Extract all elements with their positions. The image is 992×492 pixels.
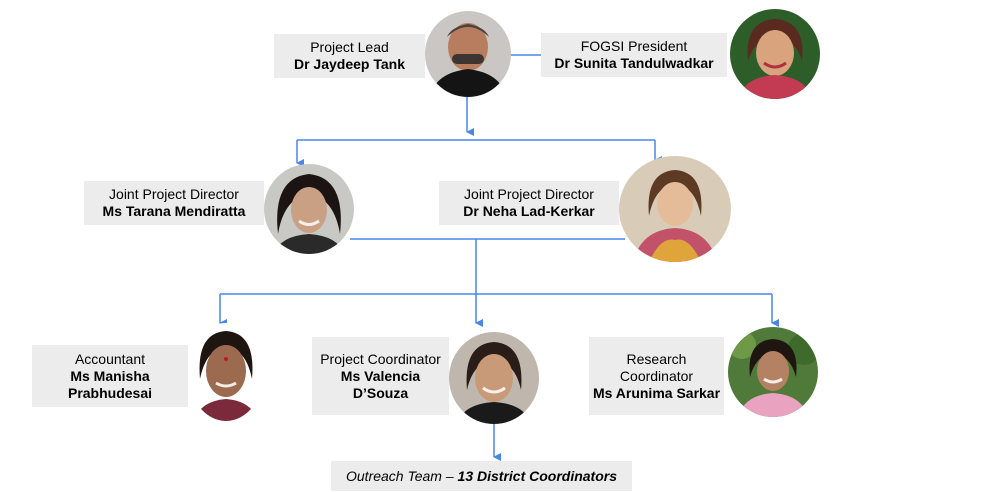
- person-name: Dr Sunita Tandulwadkar: [554, 55, 714, 71]
- woman-portrait-photo: [619, 156, 731, 262]
- node-project-lead: Project Lead Dr Jaydeep Tank: [274, 34, 425, 78]
- role-label: Joint Project Director: [464, 186, 594, 202]
- role-label: Joint Project Director: [109, 186, 239, 202]
- person-name: Dr Neha Lad-Kerkar: [463, 203, 595, 219]
- person-name: Dr Jaydeep Tank: [293, 56, 405, 72]
- node-accountant: Accountant Ms Manisha Prabhudesai: [32, 345, 188, 407]
- role-label: FOGSI President: [580, 38, 688, 54]
- person-name: Ms Arunima Sarkar: [592, 384, 721, 401]
- node-research-coordinator: Research Coordinator Ms Arunima Sarkar: [589, 337, 724, 415]
- woman-portrait-photo: [188, 323, 264, 421]
- woman-portrait-photo: [264, 164, 354, 254]
- role-label: Accountant: [74, 350, 146, 367]
- node-joint-project-director-2: Joint Project Director Dr Neha Lad-Kerka…: [439, 181, 619, 225]
- node-fogsi-president: FOGSI President Dr Sunita Tandulwadkar: [541, 33, 727, 77]
- man-portrait-photo: [425, 11, 511, 97]
- woman-portrait-photo: [449, 332, 539, 424]
- role-label: Project Lead: [310, 39, 389, 55]
- person-name: Ms Valencia D’Souza: [340, 367, 421, 401]
- node-joint-project-director-1: Joint Project Director Ms Tarana Mendira…: [84, 181, 264, 225]
- woman-portrait-photo: [728, 327, 818, 417]
- outreach-team-box: Outreach Team – 13 District Coordinators: [331, 461, 632, 491]
- outreach-emphasis: 13 District Coordinators: [457, 468, 618, 484]
- node-project-coordinator: Project Coordinator Ms Valencia D’Souza: [312, 337, 449, 415]
- role-label: Project Coordinator: [320, 350, 441, 367]
- person-name: Ms Tarana Mendiratta: [102, 203, 246, 219]
- person-name: Ms Manisha Prabhudesai: [67, 367, 153, 401]
- woman-portrait-photo: [730, 9, 820, 99]
- outreach-label: Outreach Team –: [345, 468, 458, 484]
- role-label: Research Coordinator: [619, 350, 694, 384]
